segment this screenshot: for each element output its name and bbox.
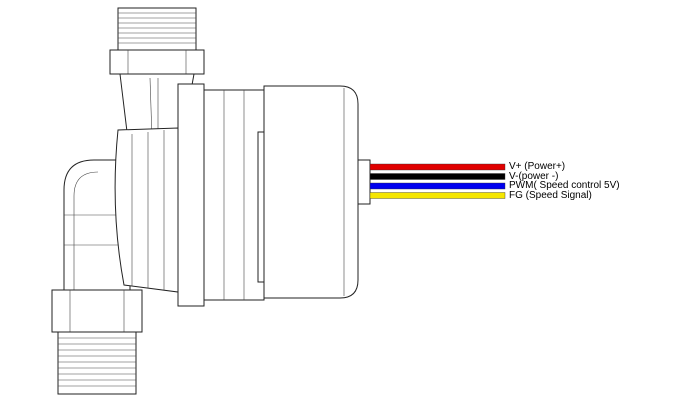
top-threaded-outlet <box>109 7 205 141</box>
wire-bundle <box>369 163 506 199</box>
wire-power-plus-label: V+ (Power+) <box>509 161 566 172</box>
wire-pwm <box>369 182 506 190</box>
elbow-inlet <box>51 159 143 395</box>
motor-can <box>263 85 371 299</box>
wire-pwm-label: PWM( Speed control 5V) <box>509 180 620 191</box>
pump-housing <box>114 83 273 307</box>
wire-power-minus-label: V-(power -) <box>509 170 559 182</box>
wire-power-plus <box>369 163 506 171</box>
wire-fg <box>369 192 506 199</box>
wire-power-minus <box>369 173 506 180</box>
wire-fg-label: FG (Speed Signal) <box>509 189 592 201</box>
